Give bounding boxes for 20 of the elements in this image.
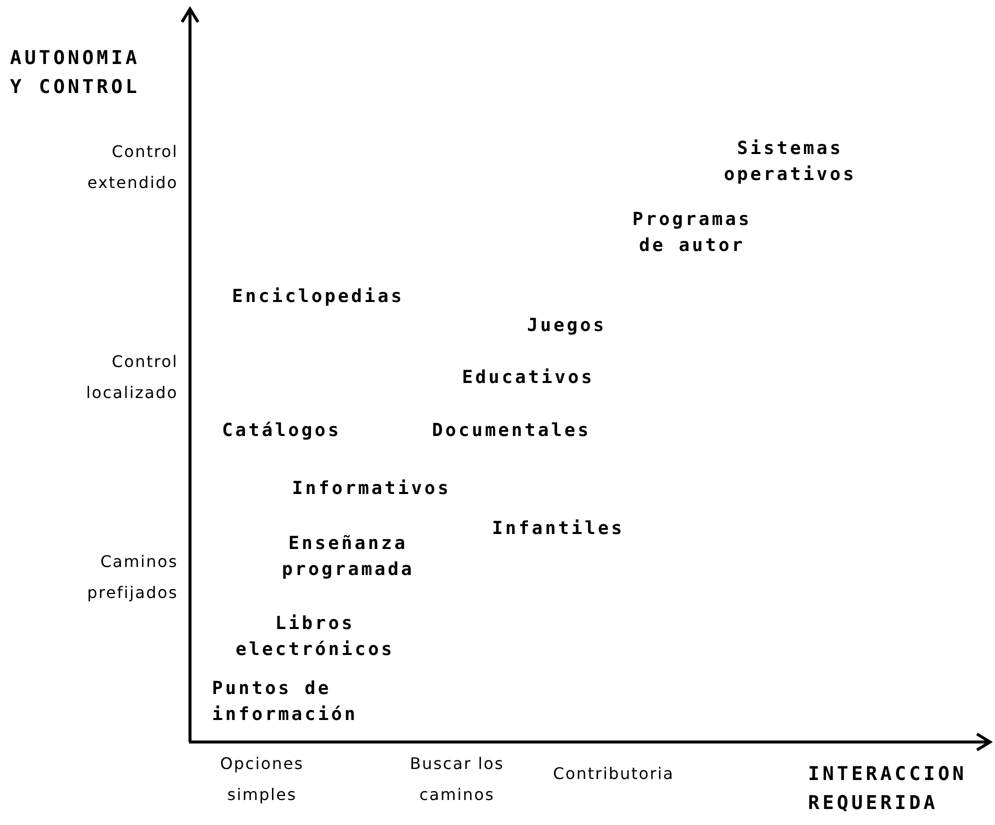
item-label: Educativos [462,366,594,390]
axis-tick-label: Opciones simples [219,753,305,806]
item-label: Puntos de información [212,677,359,728]
item-label: Enseñanza programada [280,532,416,582]
item-label: Informativos [292,477,451,501]
axis-tick-label: Buscar los caminos [408,753,506,806]
item-label: Documentales [432,419,591,443]
item-label: Infantiles [492,517,624,541]
axis-tick-label: Control localizado [85,351,178,404]
item-label: Catálogos [222,419,342,443]
axis-tick-label: Caminos prefijados [86,551,178,604]
item-label: Enciclopedias [232,285,404,309]
item-label: Programas de autor [631,208,753,258]
axis-title: AUTONOMIA Y CONTROL [10,46,141,100]
axis-title: INTERACCION REQUERIDA [808,762,968,816]
axis-tick-label: Contributoria [553,763,674,785]
item-label: Juegos [527,314,606,338]
axis-tick-label: Control extendido [86,141,178,194]
item-label: Sistemas operativos [722,137,858,188]
item-label: Libros electrónicos [234,612,396,662]
